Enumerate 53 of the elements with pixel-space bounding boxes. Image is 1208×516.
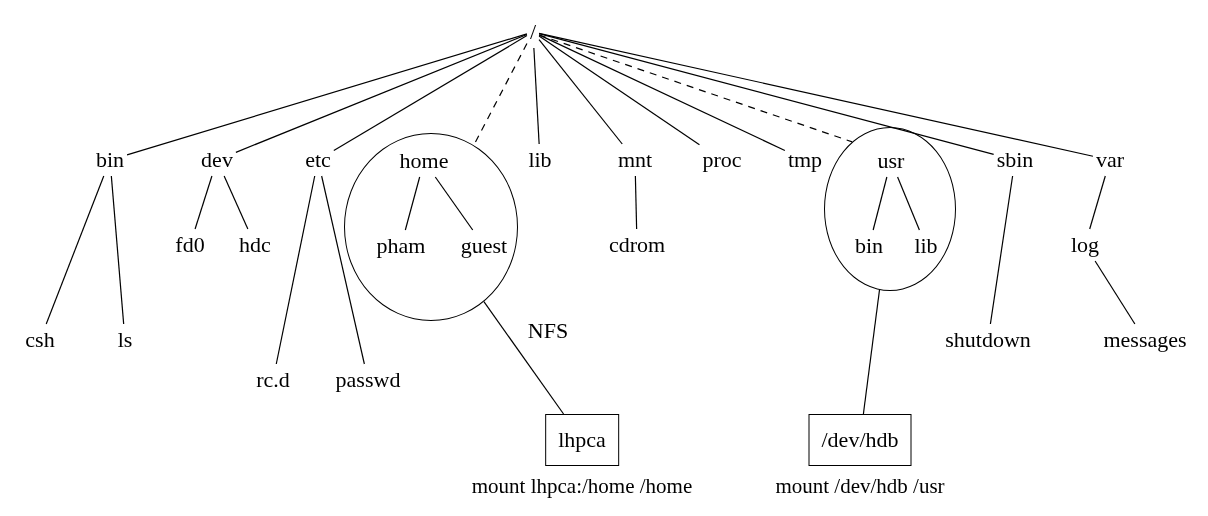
tree-line — [110, 175, 125, 325]
directory-name: pham — [376, 233, 426, 259]
tree-line — [194, 175, 213, 230]
tree-line — [538, 32, 1094, 157]
directory-name: proc — [702, 147, 742, 173]
tree-line — [533, 47, 540, 145]
directory-name: fd0 — [175, 232, 205, 258]
directory-name: bin — [854, 233, 884, 259]
tree-line — [275, 175, 316, 365]
directory-name: etc — [305, 147, 331, 173]
directory-name: mnt — [617, 147, 653, 173]
directory-name: cdrom — [608, 232, 666, 258]
mount-command: mount lhpca:/home /home — [471, 473, 693, 499]
directory-name: / — [529, 19, 537, 45]
tree-line — [872, 176, 888, 231]
tree-line — [1089, 175, 1106, 230]
tree-line — [989, 175, 1014, 325]
directory-name: rc.d — [256, 367, 290, 393]
tree-line — [434, 176, 474, 231]
tree-line — [45, 175, 105, 325]
tree-line — [223, 175, 249, 230]
tree-line — [483, 301, 565, 415]
tree-line — [235, 33, 528, 153]
tree-line — [1094, 260, 1136, 325]
tree-line — [333, 35, 528, 152]
directory-name: sbin — [996, 147, 1034, 173]
directory-name: usr — [877, 148, 905, 174]
directory-name: csh — [25, 327, 55, 353]
directory-name: lib — [528, 147, 552, 173]
directory-name: home — [399, 148, 449, 174]
directory-name: bin — [95, 147, 125, 173]
directory-name: tmp — [787, 147, 823, 173]
directory-name: ls — [117, 327, 133, 353]
tree-line — [321, 175, 365, 365]
directory-name: guest — [460, 233, 508, 259]
tree-line — [538, 35, 701, 146]
directory-name: dev — [201, 147, 233, 173]
tree-line — [897, 176, 920, 231]
tree-line — [862, 289, 881, 415]
mount-command: mount /dev/hdb /usr — [775, 473, 945, 499]
directory-name: hdc — [239, 232, 271, 258]
tree-line — [538, 33, 995, 155]
dashed-line — [538, 34, 853, 143]
directory-name: shutdown — [945, 327, 1031, 353]
directory-name: lib — [914, 233, 938, 259]
directory-name: var — [1095, 147, 1125, 173]
directory-name: log — [1070, 232, 1100, 258]
tree-line — [634, 175, 638, 230]
tree-line — [538, 39, 623, 145]
tree-line — [404, 176, 421, 231]
tree-line — [126, 33, 528, 156]
directory-name: messages — [1103, 327, 1187, 353]
directory-name: passwd — [335, 367, 401, 393]
